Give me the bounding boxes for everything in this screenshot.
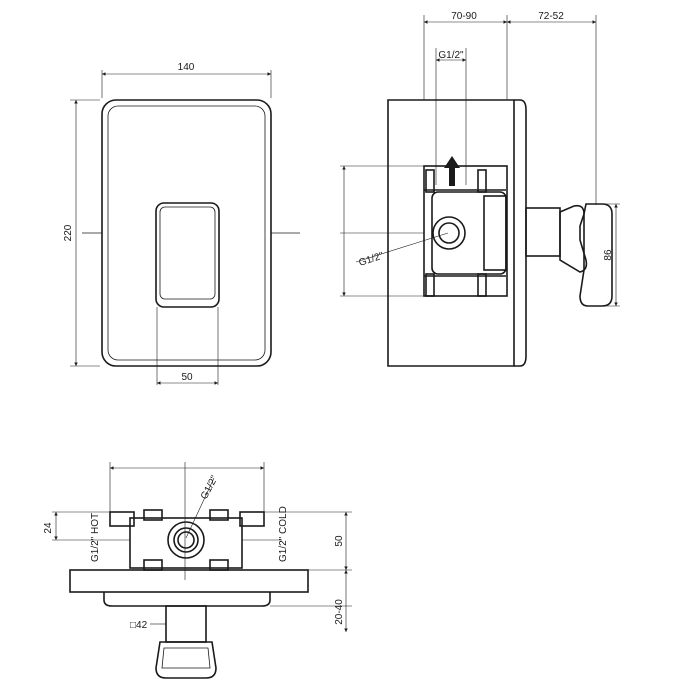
valve-lug <box>477 169 487 193</box>
front-width-label: 140 <box>178 62 195 73</box>
lever-bottom-face <box>161 647 211 669</box>
lever-handle <box>155 202 220 308</box>
bottom-view: G1/2" G1/2" HOT G1/2" COLD 24 50 20-40 <box>43 462 352 679</box>
side-view: 70-90 72-52 G1/2" G1/2" <box>340 11 620 367</box>
wall-range-label: 20-40 <box>334 599 345 625</box>
cover-plate-bottom-profile <box>103 592 271 607</box>
stem-sleeve <box>525 207 561 257</box>
valve-lug <box>425 273 435 297</box>
valve-cartridge <box>483 195 507 271</box>
top-port-label: G1/2" <box>438 50 464 61</box>
bottom-port-mid <box>173 527 199 553</box>
lever-grip-profile <box>579 203 613 307</box>
lever-width-label: 50 <box>181 372 193 383</box>
wall-section-hatched <box>69 569 309 593</box>
bottom-port-outer <box>167 521 205 559</box>
stem-square <box>165 605 207 643</box>
valve-lug <box>425 169 435 193</box>
bottom-top-port-label: G1/2" <box>199 474 221 502</box>
cover-plate-bevel <box>107 105 266 361</box>
lever-bottom-profile <box>155 641 217 679</box>
offset-label: 24 <box>43 522 54 534</box>
side-port-outer <box>432 216 466 250</box>
lever-side-profile <box>559 204 588 273</box>
cover-plate-profile <box>514 99 527 367</box>
cold-label: G1/2" COLD <box>278 506 289 562</box>
flow-arrow-icon <box>444 156 460 186</box>
side-port-label: G1/2" <box>358 250 386 268</box>
projection-label: 72-52 <box>538 11 564 22</box>
valve-lug <box>477 273 487 297</box>
lever-handle-face <box>159 206 216 300</box>
wall-cavity <box>423 165 508 297</box>
side-port-inner <box>438 222 460 244</box>
hot-label: G1/2" HOT <box>90 513 101 562</box>
side-port-leader-line <box>355 232 449 263</box>
bottom-port-inner <box>177 531 195 549</box>
handle-height-label: 86 <box>603 249 614 261</box>
valve-body-bottom <box>129 517 243 569</box>
valve-lug <box>209 509 229 521</box>
front-view: 140 220 50 <box>63 62 300 385</box>
bottom-top-port-leader-line <box>185 477 215 539</box>
cover-plate <box>101 99 272 367</box>
valve-body <box>431 191 507 275</box>
front-height-label: 220 <box>63 224 74 241</box>
depth-label: 50 <box>334 535 345 547</box>
depth-range-label: 70-90 <box>451 11 477 22</box>
valve-ear-right <box>239 511 265 527</box>
valve-lug <box>143 509 163 521</box>
square-size-label: □42 <box>130 620 148 631</box>
valve-ear-left <box>109 511 135 527</box>
